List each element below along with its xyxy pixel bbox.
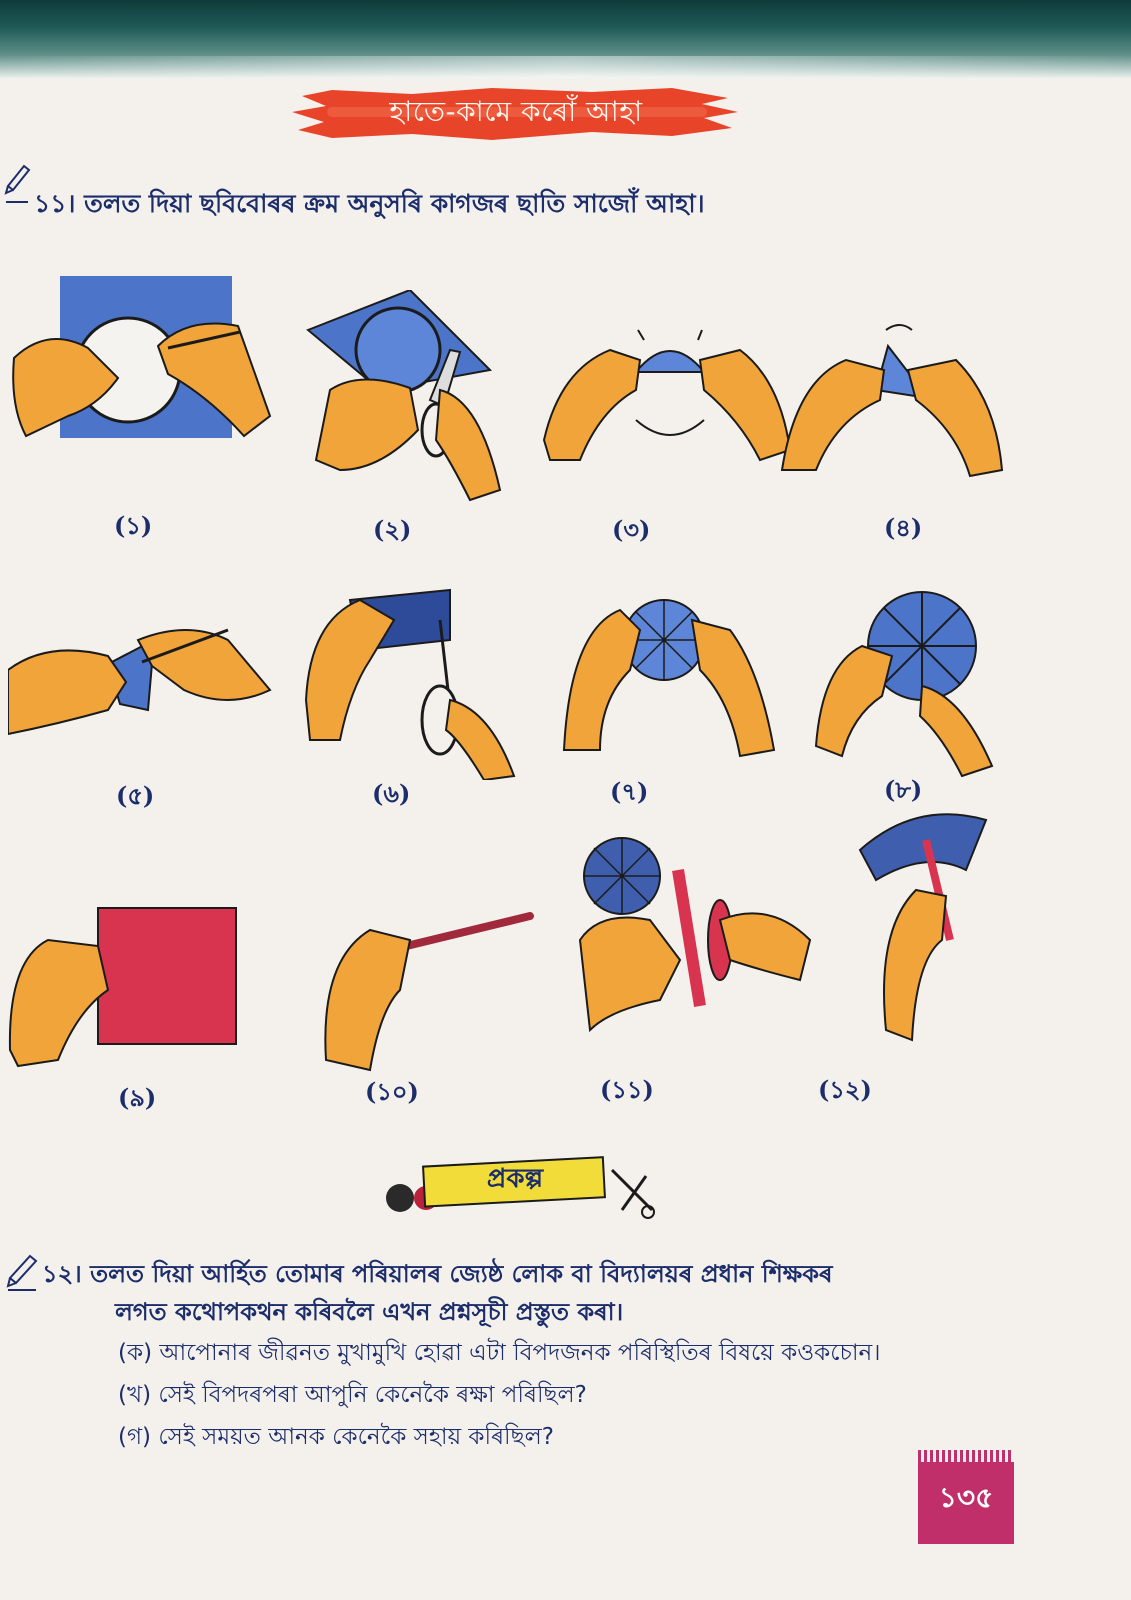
page-title: হাতে-কামে কৰোঁ আহা xyxy=(389,94,643,128)
question-11: ১১। তলত দিয়া ছবিবোৰৰ ক্ৰম অনুসৰি কাগজৰ … xyxy=(34,189,705,218)
step-1-illustration xyxy=(8,266,278,506)
step-label: (২) xyxy=(373,515,412,544)
question-12-line-2: লগত কথোপকথন কৰিবলৈ এখন প্ৰশ্নসূচী প্ৰস্ত… xyxy=(115,1298,624,1326)
pencil-icon xyxy=(6,1254,38,1291)
sub-question-ka: (ক) আপোনাৰ জীৱনত মুখামুখি হোৱা এটা বিপদজ… xyxy=(118,1340,881,1366)
step-label: (৯) xyxy=(118,1083,157,1112)
step-11-illustration xyxy=(570,830,840,1070)
step-label: (১১) xyxy=(600,1075,654,1104)
step-10-illustration xyxy=(320,900,590,1140)
page-number: ১৩৫ xyxy=(938,1481,994,1514)
step-2-illustration xyxy=(300,290,570,530)
step-5-illustration xyxy=(8,600,278,840)
top-decorative-band xyxy=(0,0,1131,78)
step-label: (৮) xyxy=(884,775,923,804)
step-label: (৭) xyxy=(610,777,649,806)
sub-question-kha: (খ) সেই বিপদৰপৰা আপুনি কেনেকৈ ৰক্ষা পৰিছ… xyxy=(118,1382,587,1408)
step-8-illustration xyxy=(812,586,1082,826)
step-12-illustration xyxy=(846,810,1116,1050)
pencil-icon xyxy=(4,164,31,203)
project-label: প্ৰকল্প xyxy=(486,1164,544,1194)
step-label: (১০) xyxy=(365,1077,419,1106)
step-9-illustration xyxy=(8,880,278,1120)
page-number-tab xyxy=(918,1450,1014,1544)
step-label: (৬) xyxy=(372,779,411,808)
step-4-illustration xyxy=(776,320,1046,560)
title-banner: হাতে-কামে কৰোঁ আহা xyxy=(292,82,740,144)
step-3-illustration xyxy=(540,320,810,560)
step-label: (১) xyxy=(114,511,153,540)
step-label: (৪) xyxy=(884,513,923,542)
step-6-illustration xyxy=(300,580,570,820)
project-badge-art xyxy=(386,1156,655,1219)
question-12-line-1: ১২। তলত দিয়া আৰ্হিত তোমাৰ পৰিয়ালৰ জ্যে… xyxy=(42,1260,833,1288)
step-7-illustration xyxy=(560,590,830,830)
step-label: (৫) xyxy=(116,781,155,810)
step-label: (৩) xyxy=(612,515,651,544)
step-label: (১২) xyxy=(818,1075,872,1104)
sub-question-ga: (গ) সেই সময়ত আনক কেনেকৈ সহায় কৰিছিল? xyxy=(118,1424,554,1450)
